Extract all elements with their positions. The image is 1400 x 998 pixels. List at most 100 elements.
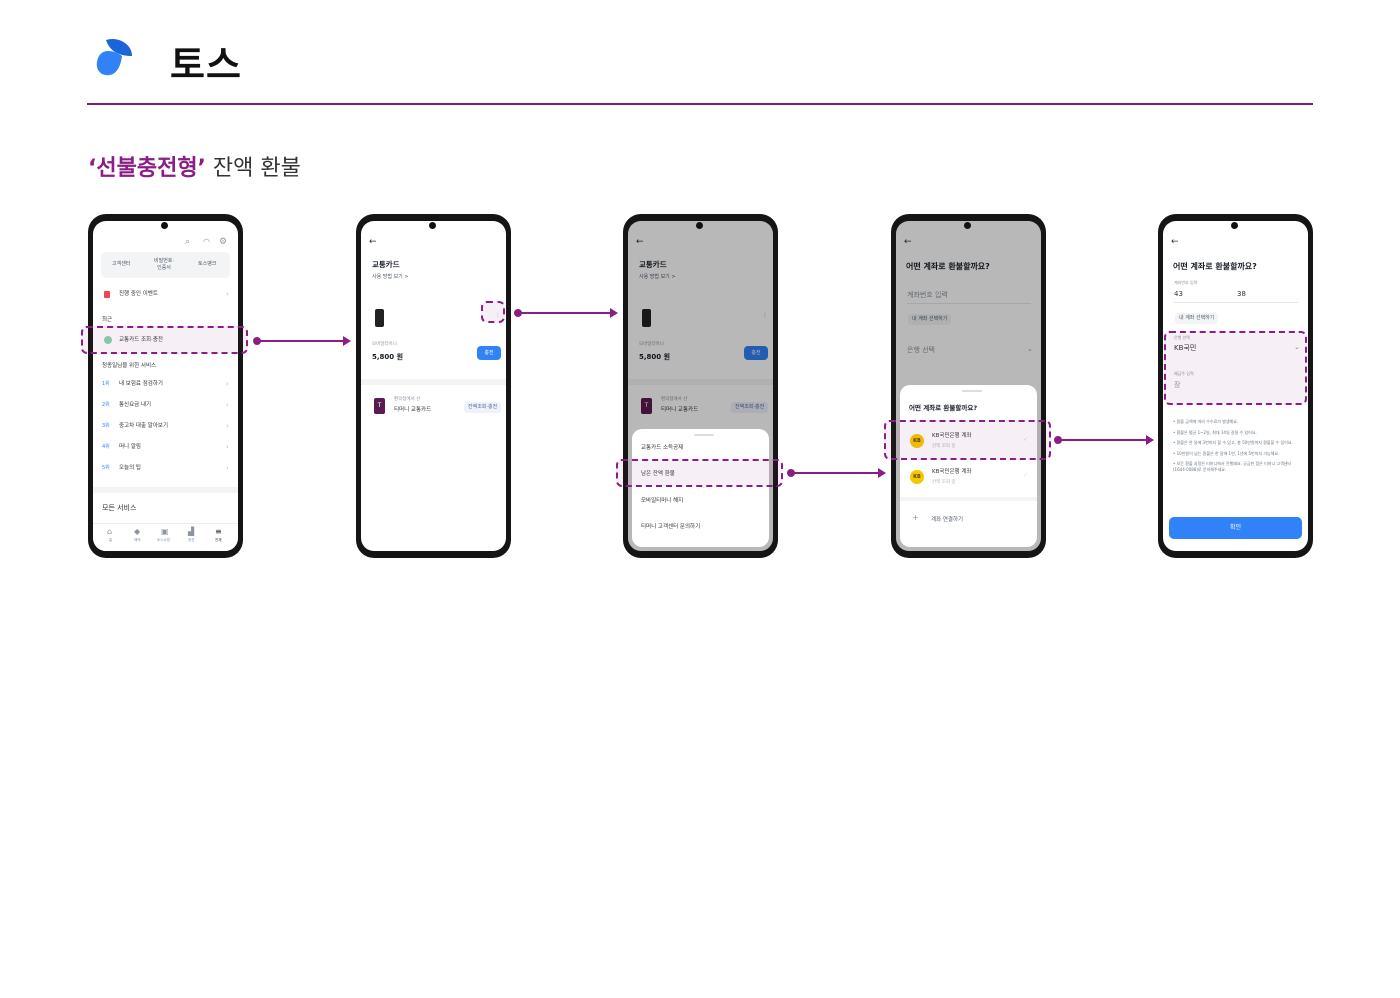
camera [1231,222,1238,229]
more-vertical-icon[interactable]: ⋮ [762,312,768,319]
menu-toss-bank[interactable]: 토스뱅크 [198,261,217,267]
my-account-chip[interactable]: 내 계좌 선택하기 [908,314,952,325]
phone-1: ⌕ ◠ ⚙ 고객센터 비밀번호· 인증서 토스뱅크 진행 중인 이벤트 › 최근… [88,214,243,558]
phone-card-icon [642,309,651,327]
back-arrow-icon[interactable]: ← [1171,237,1179,247]
gear-icon[interactable]: ⚙ [219,237,228,247]
account-status: 잔액 조회 중 [932,444,956,449]
flow-arrow-1 [253,336,351,346]
usage-link[interactable]: 사용 방법 보기 > [639,274,676,280]
menu-item-cancel-mobile[interactable]: 모바일티머니 해지 [641,498,684,504]
account-number-part1[interactable]: 43 [1174,290,1183,298]
my-account-chip[interactable]: 내 계좌 선택하기 [1175,313,1219,324]
highlight-refund-menu [616,459,783,487]
recent-item-transit-card[interactable]: 교통카드 조회·충전 [119,337,163,343]
plus-icon[interactable]: + [912,513,919,522]
chevron-right-icon: › [226,290,229,298]
check-icon: ✓ [1023,472,1029,479]
benefit-icon[interactable]: ◆ [134,527,141,536]
charge-button[interactable]: 충전 [744,346,768,360]
menu-item-contact[interactable]: 티머니 고객센터 문의하기 [641,524,701,530]
check-icon: ✓ [1023,436,1029,443]
section-gap [361,379,506,385]
service-item[interactable]: 중고차 대출 알아보기 [119,423,169,429]
connect-account-button[interactable]: 계좌 연결하기 [931,517,964,523]
account-name[interactable]: KB국민은행 계좌 [932,469,972,475]
service-item[interactable]: 머니 알림 [119,444,141,450]
bank-label: 은행 선택 [1174,335,1190,340]
service-item[interactable]: 오늘의 팁 [119,465,141,471]
sheet-handle[interactable] [962,390,982,392]
field-underline [1174,302,1298,303]
screen-refund-form: ← 어떤 계좌로 환불할까요? 계좌번호 입력 43 38 내 계좌 선택하기 … [1163,221,1308,551]
flow-arrow-3 [787,468,886,478]
toss-logo [92,36,140,80]
page-question: 어떤 계좌로 환불할까요? [906,262,990,271]
menu-icon[interactable]: ≡ [215,527,222,536]
account-number-part2[interactable]: 38 [1237,290,1246,298]
camera [161,222,168,229]
shopping-icon[interactable]: ▣ [161,527,169,536]
chevron-down-icon[interactable]: ⌄ [1294,343,1300,351]
chevron-right-icon: › [226,401,229,409]
service-item[interactable]: 통신요금 내기 [119,402,152,408]
brand-name: 토스 [170,43,242,87]
tab-benefit[interactable]: 혜택 [134,538,141,542]
search-icon[interactable]: ⌕ [185,237,191,247]
service-item[interactable]: 내 보험료 점검하기 [119,381,163,387]
stocks-icon[interactable]: ▟ [188,527,195,536]
menu-item-refund-balance[interactable]: 남은 잔액 환불 [641,471,675,477]
tab-bar: ⌂ 홈 ◆ 혜택 ▣ 토스쇼핑 ▟ 증권 ≡ 전체 [93,523,238,551]
service-rank: 2위 [102,402,110,408]
account-name[interactable]: KB국민은행 계좌 [932,433,972,439]
account-number-field[interactable]: 계좌번호 입력 [907,291,948,299]
services-title: 청종일님을 위한 서비스 [102,363,157,369]
chevron-right-icon: › [226,443,229,451]
flow-arrow-2 [514,308,618,318]
highlight-account-option [884,420,1051,460]
balance-check-chip[interactable]: 잔액조회·충전 [464,402,502,413]
sheet-handle[interactable] [694,434,714,436]
tab-home[interactable]: 홈 [109,538,113,542]
balance-check-chip[interactable]: 잔액조회·충전 [731,402,769,413]
chevron-down-icon[interactable]: ⌄ [1027,345,1033,353]
home-icon[interactable]: ⌂ [107,527,113,536]
flow-arrow-4 [1054,435,1154,445]
confirm-button[interactable]: 확인 [1169,517,1302,539]
service-rank: 1위 [102,381,110,387]
bank-select-field[interactable]: 은행 선택 [907,346,935,354]
headset-icon[interactable]: ◠ [203,237,210,246]
store-card-name: 티머니 교통카드 [394,407,432,413]
menu-password[interactable]: 비밀번호· 인증서 [154,258,174,271]
camera [696,222,703,229]
camera [964,222,971,229]
more-vertical-icon[interactable]: ⋮ [495,312,501,319]
tab-shopping[interactable]: 토스쇼핑 [157,538,170,542]
charge-button[interactable]: 충전 [477,346,501,360]
highlight-bank-holder [1164,331,1307,405]
top-menu: 고객센터 비밀번호· 인증서 토스뱅크 [101,252,230,278]
bank-select-field[interactable]: KB국민 [1174,344,1197,352]
holder-name-field[interactable]: 장 [1174,381,1181,389]
section-gap [900,497,1037,501]
holder-label: 예금주 입력 [1174,371,1194,376]
event-item[interactable]: 진행 중인 이벤트 [119,291,158,297]
kb-bank-logo: KB [910,434,924,448]
menu-item-tax-deduction[interactable]: 교통카드 소득공제 [641,445,684,451]
field-underline [907,303,1031,304]
back-arrow-icon[interactable]: ← [904,237,912,247]
options-sheet: 교통카드 소득공제 남은 잔액 환불 모바일티머니 해지 티머니 고객센터 문의… [632,429,769,547]
chevron-right-icon: › [226,422,229,430]
tab-stocks[interactable]: 증권 [188,538,195,542]
note-item: • 모든 환불 과정은 티머니에서 진행돼요. 궁금한 점은 티머니 고객센터(… [1173,461,1292,472]
note-item: • 환불은 평균 1~2일, 최대 14일 걸릴 수 있어요. [1173,429,1257,435]
usage-link[interactable]: 사용 방법 보기 > [372,274,409,280]
menu-customer-center[interactable]: 고객센터 [112,261,131,267]
back-arrow-icon[interactable]: ← [369,237,377,247]
screen-transit-card: ← 교통카드 사용 방법 보기 > ⋮ 모바일티머니 5,800 원 충전 T … [361,221,506,551]
tab-all[interactable]: 전체 [215,538,222,542]
card-balance: 5,800 원 [639,353,671,361]
tmoney-card-icon: T [641,398,652,414]
account-sheet: 어떤 계좌로 환불할까요? KB KB국민은행 계좌 잔액 조회 중 ✓ KB … [900,385,1037,547]
back-arrow-icon[interactable]: ← [636,237,644,247]
